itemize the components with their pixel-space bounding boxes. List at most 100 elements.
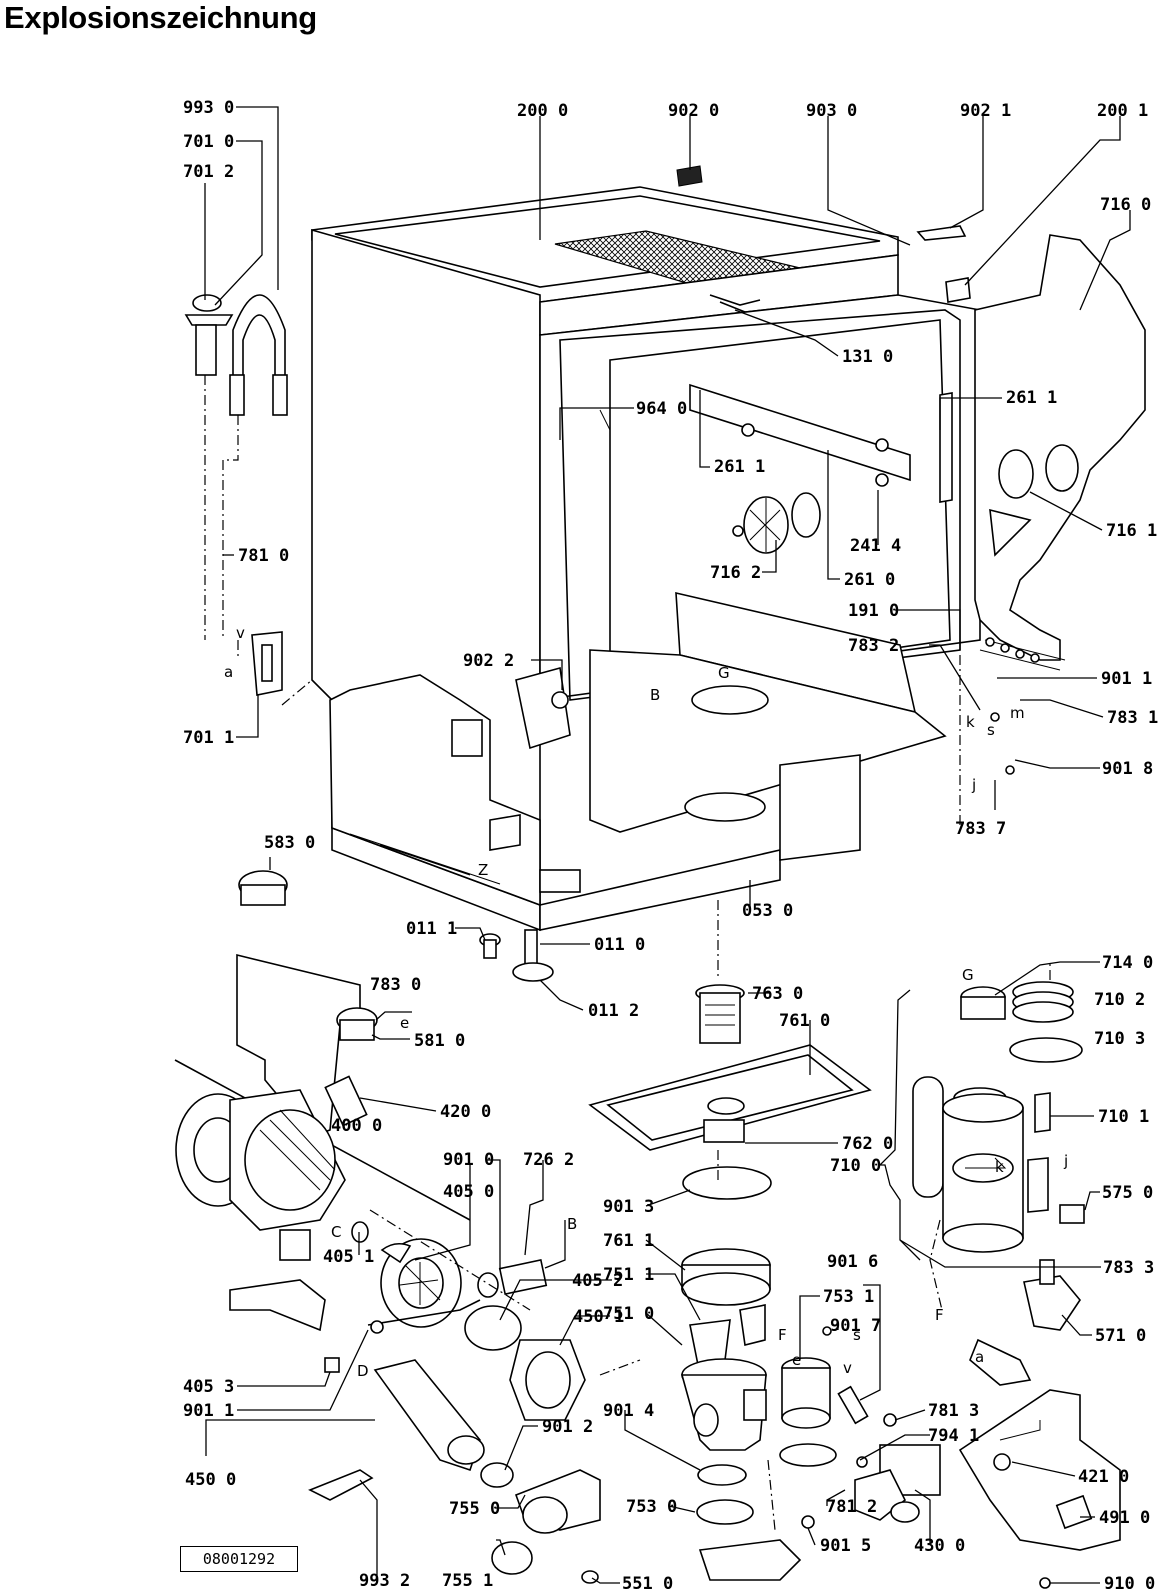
label-761-1: 761 1 (603, 1231, 654, 1251)
letter-j-1: j (971, 776, 976, 794)
letter-v-1: v (236, 624, 245, 642)
label-781-0: 781 0 (238, 546, 289, 566)
label-701-2: 701 2 (183, 162, 234, 182)
document-number: 08001292 (180, 1546, 298, 1572)
label-751-1: 751 1 (603, 1265, 654, 1285)
top-parts (676, 165, 971, 554)
letter-s-2: s (853, 1326, 861, 1344)
sump-filter-assembly (588, 900, 897, 1581)
label-551-0: 551 0 (622, 1574, 673, 1590)
tub-cabinet (311, 186, 981, 932)
label-993-2: 993 2 (359, 1571, 410, 1590)
label-261-1-a: 261 1 (714, 457, 765, 477)
letter-B-2: B (567, 1215, 577, 1233)
label-716-1: 716 1 (1106, 521, 1157, 541)
label-200-1: 200 1 (1097, 101, 1148, 121)
label-400-0: 400 0 (331, 1116, 382, 1136)
label-781-3: 781 3 (928, 1401, 979, 1421)
label-901-5: 901 5 (820, 1536, 871, 1556)
letter-F-1: F (778, 1326, 787, 1344)
label-794-1: 794 1 (928, 1426, 979, 1446)
assembly-dashlines (237, 640, 1051, 1531)
label-450-0: 450 0 (185, 1470, 236, 1490)
label-763-0: 763 0 (752, 984, 803, 1004)
label-200-0: 200 0 (517, 101, 568, 121)
label-902-2: 902 2 (463, 651, 514, 671)
label-901-4: 901 4 (603, 1401, 654, 1421)
label-131-0: 131 0 (842, 347, 893, 367)
label-011-1: 011 1 (406, 919, 457, 939)
letter-a-2: a (975, 1348, 984, 1366)
label-964-0: 964 0 (636, 399, 687, 419)
label-583-0: 583 0 (264, 833, 315, 853)
label-783-3: 783 3 (1103, 1258, 1154, 1278)
label-783-7: 783 7 (955, 819, 1006, 839)
letter-e-1: e (400, 1014, 409, 1032)
letter-F-2: F (935, 1306, 944, 1324)
letter-Z-1: Z (478, 861, 488, 879)
letter-k-2: k (995, 1158, 1004, 1176)
label-781-2: 781 2 (826, 1497, 877, 1517)
letter-s-1: s (987, 721, 995, 739)
label-405-1: 405 1 (323, 1247, 374, 1267)
part-number-labels: 993 0 701 0 701 2 200 0 902 0 903 0 902 … (183, 98, 1158, 1590)
label-726-2: 726 2 (523, 1150, 574, 1170)
label-901-7: 901 7 (830, 1316, 881, 1336)
label-753-1: 753 1 (823, 1287, 874, 1307)
label-714-0: 714 0 (1102, 953, 1153, 973)
label-901-0: 901 0 (443, 1150, 494, 1170)
label-716-2: 716 2 (710, 563, 761, 583)
label-261-0: 261 0 (844, 570, 895, 590)
water-softener-group (912, 981, 1085, 1386)
label-762-0: 762 0 (842, 1134, 893, 1154)
label-716-0: 716 0 (1100, 195, 1151, 215)
label-910-0: 910 0 (1104, 1574, 1155, 1590)
motor-pump-assembly (175, 1089, 586, 1421)
label-011-2: 011 2 (588, 1001, 639, 1021)
label-783-1: 783 1 (1107, 708, 1158, 728)
label-901-1-b: 901 1 (183, 1401, 234, 1421)
inlet-valve (854, 1444, 941, 1523)
label-421-0: 421 0 (1078, 1467, 1129, 1487)
label-405-3: 405 3 (183, 1377, 234, 1397)
label-701-0: 701 0 (183, 132, 234, 152)
letter-k-1: k (966, 713, 975, 731)
misc-small-parts (479, 637, 1066, 982)
label-755-1: 755 1 (442, 1571, 493, 1590)
letter-a-1: a (224, 663, 233, 681)
label-993-0: 993 0 (183, 98, 234, 118)
label-755-0: 755 0 (449, 1499, 500, 1519)
label-053-0: 053 0 (742, 901, 793, 921)
label-420-0: 420 0 (440, 1102, 491, 1122)
drain-hose-parts (308, 1359, 601, 1584)
label-710-2: 710 2 (1094, 990, 1145, 1010)
page-title: Explosionszeichnung (4, 0, 317, 35)
label-491-0: 491 0 (1099, 1508, 1150, 1528)
label-710-3: 710 3 (1094, 1029, 1145, 1049)
label-581-0: 581 0 (414, 1031, 465, 1051)
label-575-0: 575 0 (1102, 1183, 1153, 1203)
label-430-0: 430 0 (914, 1536, 965, 1556)
label-783-0: 783 0 (370, 975, 421, 995)
label-405-2: 405 2 (572, 1271, 623, 1291)
label-753-0: 753 0 (626, 1497, 677, 1517)
label-901-2: 901 2 (542, 1417, 593, 1437)
label-761-0: 761 0 (779, 1011, 830, 1031)
label-261-1-b: 261 1 (1006, 388, 1057, 408)
leader-lines (204, 106, 1131, 1584)
label-710-0: 710 0 (830, 1156, 881, 1176)
label-011-0: 011 0 (594, 935, 645, 955)
label-902-0: 902 0 (668, 101, 719, 121)
heater-bracket (958, 1389, 1121, 1589)
control-bracket (174, 870, 471, 1221)
label-701-1: 701 1 (183, 728, 234, 748)
label-241-4: 241 4 (850, 536, 901, 556)
letter-B-1: B (650, 686, 660, 704)
letter-G-1: G (718, 664, 730, 682)
label-902-1: 902 1 (960, 101, 1011, 121)
detergent-dispenser-parts (184, 294, 288, 696)
label-783-2: 783 2 (848, 636, 899, 656)
label-901-8: 901 8 (1102, 759, 1153, 779)
label-901-1-a: 901 1 (1101, 669, 1152, 689)
